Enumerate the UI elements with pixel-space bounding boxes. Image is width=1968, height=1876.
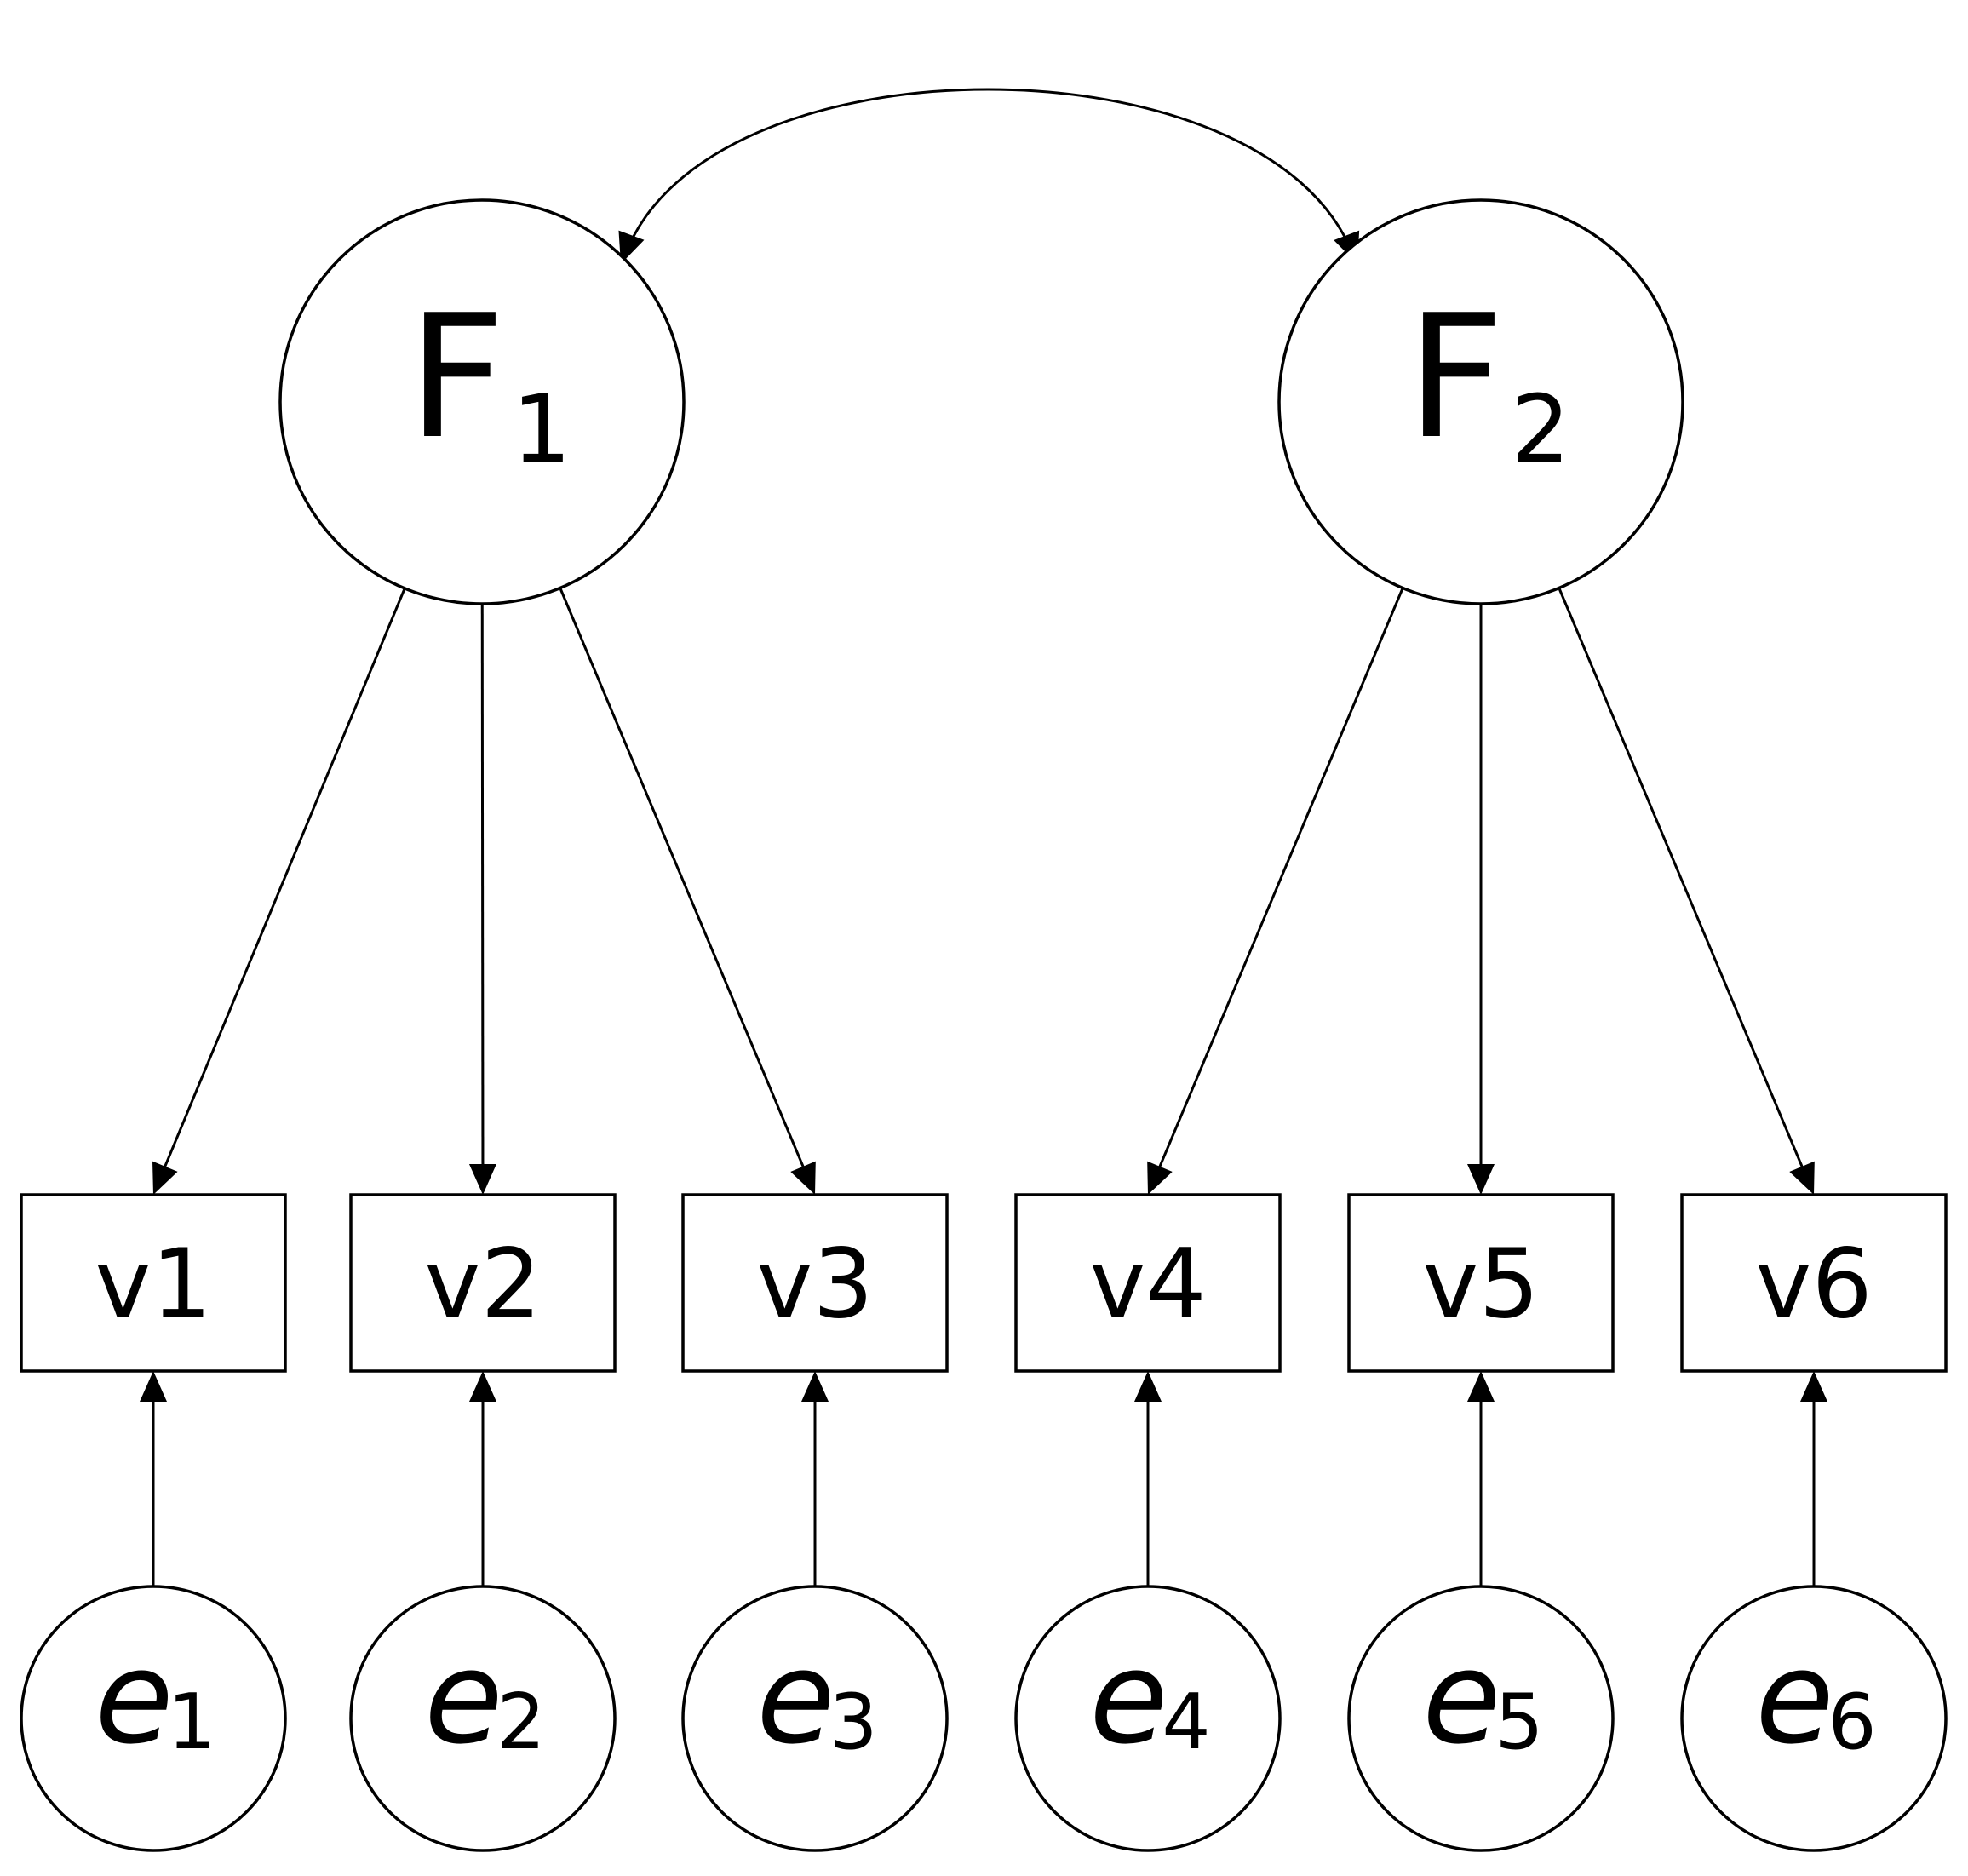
- node-label: F: [407, 278, 505, 477]
- error-circle: [1680, 1585, 1948, 1852]
- covariance-arrowhead-f1: [618, 230, 645, 264]
- observed-label: v2: [424, 1230, 542, 1340]
- loading-f2-v5-arrowhead: [1467, 1164, 1495, 1195]
- error-node-e4: e4: [1014, 1585, 1282, 1852]
- error-node-e2: e2: [349, 1585, 617, 1852]
- loading-f1-v2-arrowhead: [468, 1163, 496, 1195]
- loading-f2-v6-arrowhead: [1789, 1161, 1815, 1195]
- observed-box: [1014, 1193, 1282, 1373]
- node-label: e: [1422, 1625, 1500, 1773]
- error-path-e3-v3-arrowhead: [801, 1371, 829, 1402]
- node-label: F: [1406, 278, 1504, 477]
- error-path-e4-v4-arrowhead: [1134, 1371, 1162, 1402]
- node-label: e: [1089, 1625, 1168, 1773]
- loading-f1-v2: [480, 603, 485, 1167]
- error-node-e5: e5: [1347, 1585, 1615, 1852]
- loading-f2-v4-arrowhead: [1147, 1161, 1173, 1195]
- factor-circle: [278, 198, 686, 605]
- error-circle: [681, 1585, 949, 1852]
- loading-f1-v1-arrowhead: [152, 1161, 178, 1195]
- node-label: e: [1755, 1625, 1833, 1773]
- error-path-e1-v1-arrowhead: [140, 1371, 167, 1402]
- edges-layer: [140, 88, 1827, 1586]
- observed-label: v3: [756, 1230, 874, 1340]
- node-subscript: 4: [1162, 1678, 1210, 1767]
- node-subscript: 1: [512, 375, 571, 484]
- node-subscript: 1: [167, 1678, 215, 1767]
- observed-label: v4: [1089, 1230, 1207, 1340]
- node-subscript: 3: [829, 1678, 877, 1767]
- observed-box: [349, 1193, 617, 1373]
- error-node-e6: e6: [1680, 1585, 1948, 1852]
- loading-f1-v1: [163, 588, 406, 1169]
- loading-f1-v3-arrowhead: [790, 1161, 816, 1195]
- observed-node-v6: v6: [1680, 1193, 1948, 1373]
- node-label: e: [424, 1625, 502, 1773]
- observed-box: [1347, 1193, 1615, 1373]
- observed-label: v1: [95, 1230, 212, 1340]
- observed-node-v3: v3: [681, 1193, 949, 1373]
- observed-node-v1: v1: [20, 1193, 287, 1373]
- node-subscript: 6: [1827, 1678, 1876, 1767]
- observed-label: v6: [1755, 1230, 1873, 1340]
- covariance-arc-f1-f2: [623, 88, 1355, 256]
- error-path-e5-v5-arrowhead: [1467, 1371, 1495, 1402]
- error-circle: [349, 1585, 617, 1852]
- observed-box: [20, 1193, 287, 1373]
- factor-circle: [1277, 198, 1684, 605]
- node-subscript: 2: [496, 1678, 545, 1767]
- observed-node-v2: v2: [349, 1193, 617, 1373]
- node-subscript: 2: [1511, 375, 1570, 484]
- observed-label: v5: [1422, 1230, 1540, 1340]
- error-path-e6-v6-arrowhead: [1800, 1371, 1827, 1402]
- observed-node-v5: v5: [1347, 1193, 1615, 1373]
- loading-f2-v4: [1157, 587, 1404, 1169]
- error-node-e1: e1: [20, 1585, 287, 1852]
- node-label: e: [756, 1625, 835, 1773]
- observed-node-v4: v4: [1014, 1193, 1282, 1373]
- loading-f2-v6: [1558, 587, 1804, 1169]
- error-circle: [1347, 1585, 1615, 1852]
- error-circle: [1014, 1585, 1282, 1852]
- loading-f1-v3: [559, 587, 806, 1169]
- node-label: e: [95, 1625, 173, 1773]
- observed-box: [1680, 1193, 1948, 1373]
- error-node-e3: e3: [681, 1585, 949, 1852]
- error-circle: [20, 1585, 287, 1852]
- error-path-e2-v2-arrowhead: [469, 1371, 496, 1402]
- observed-box: [681, 1193, 949, 1373]
- node-subscript: 5: [1495, 1678, 1543, 1767]
